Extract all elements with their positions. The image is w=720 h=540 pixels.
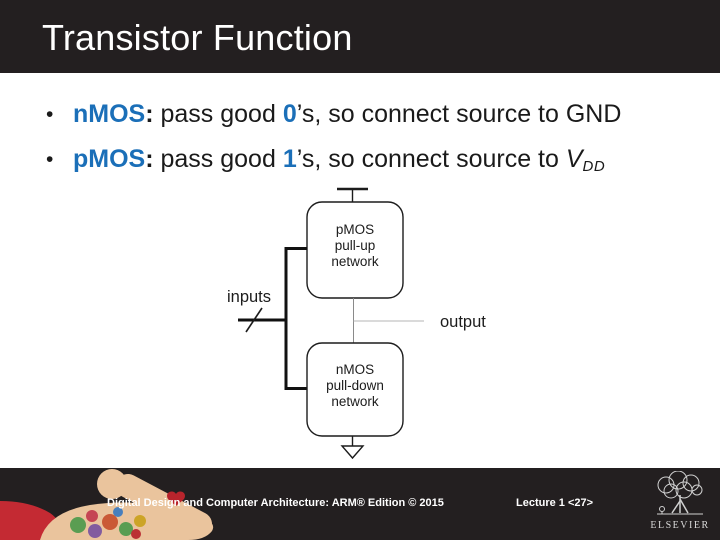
elsevier-tree-logo xyxy=(657,471,703,515)
title-bar: Transistor Function xyxy=(0,0,720,73)
ground-triangle-icon xyxy=(340,436,365,460)
bullet-pmos-term: pMOS xyxy=(73,145,146,173)
publisher-logo: ELSEVIER xyxy=(644,469,716,539)
bullet-dot: • xyxy=(46,103,54,126)
fist-shape xyxy=(97,469,127,499)
page-title: Transistor Function xyxy=(42,17,353,58)
tattoo-cluster xyxy=(70,507,146,539)
bullet-nmos-colon: : xyxy=(145,100,154,128)
bullet-nmos-tail: ’s, so connect source to GND xyxy=(296,100,622,128)
pmos-box-label-line3: network xyxy=(331,254,379,269)
bullet-dot: • xyxy=(46,148,54,171)
bullet-pmos-tail: ’s, so connect source to xyxy=(296,145,566,173)
flexing-tattooed-arm-illustration xyxy=(0,469,214,540)
pmos-box-label-line1: pMOS xyxy=(336,222,374,237)
nmos-box-label-line3: network xyxy=(331,394,379,409)
bullet-pmos-digit: 1 xyxy=(282,145,297,173)
publisher-name: ELSEVIER xyxy=(650,520,710,531)
cmos-circuit-diagram: pMOS pull-up network output inputs nMOS … xyxy=(227,187,486,460)
bullet-pmos-body: pass good xyxy=(153,145,283,173)
bus-width-slash-icon xyxy=(245,307,263,333)
footer-bar: Digital Design and Computer Architecture… xyxy=(0,468,720,540)
nmos-pulldown-box xyxy=(306,342,404,437)
pmos-box-label-line2: pull-up xyxy=(335,238,376,253)
footer-credit: Digital Design and Computer Architecture… xyxy=(107,497,444,509)
nmos-box-label-line1: nMOS xyxy=(336,362,374,377)
inputs-label: inputs xyxy=(227,288,271,306)
bullet-nmos-body: pass good xyxy=(153,100,283,128)
vdd-subscript: DD xyxy=(582,158,606,175)
bullet-list: •nMOS: pass good 0’s, so connect source … xyxy=(40,92,700,189)
forearm-shape xyxy=(116,474,212,536)
vdd-symbol: V xyxy=(565,145,583,173)
nmos-box-label-line2: pull-down xyxy=(326,378,384,393)
footer-lecture-number: Lecture 1 <27> xyxy=(516,497,594,509)
output-label: output xyxy=(440,313,486,331)
heart-tattoo xyxy=(167,491,185,506)
bullet-nmos: • nMOS: pass good 0’s, so connect source … xyxy=(40,92,700,137)
vdd-power-rail-icon xyxy=(337,187,368,202)
bullet-nmos-term: nMOS xyxy=(73,100,146,128)
bullet-pmos: • pMOS: pass good 1’s, so connect source … xyxy=(40,137,700,189)
bullet-pmos-colon: : xyxy=(145,145,154,173)
bullet-nmos-digit: 0 xyxy=(282,100,297,128)
